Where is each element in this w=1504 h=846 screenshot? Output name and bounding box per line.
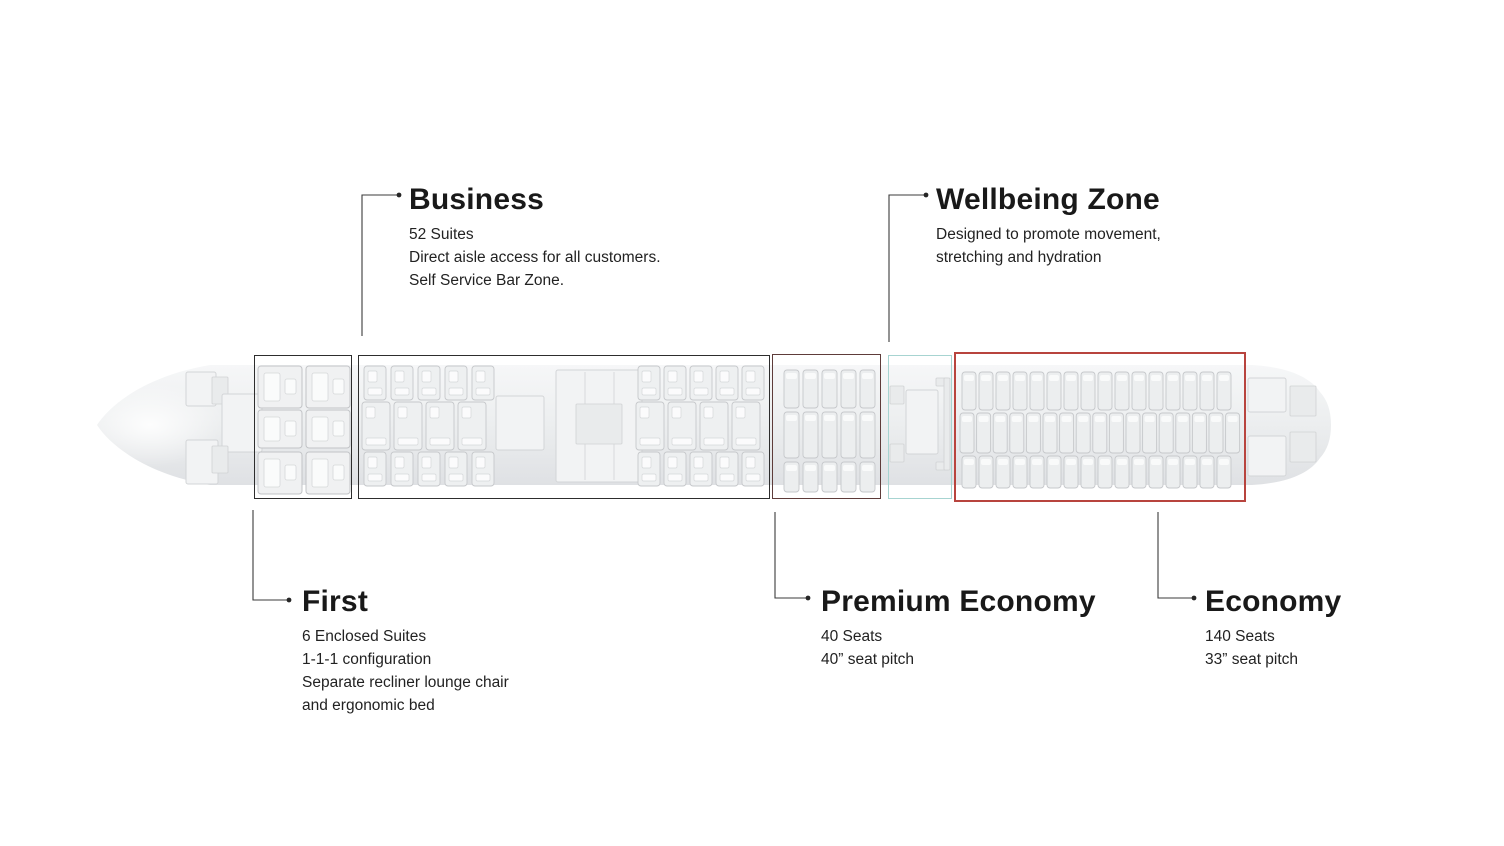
wellbeing-zone-box [888,355,952,499]
first-leader-dot [286,597,292,603]
first-detail-line: Separate recliner lounge chair [302,674,509,691]
first-detail-line: 1-1-1 configuration [302,651,432,668]
wellbeing-monuments [889,377,951,471]
economy-detail-line: 33” seat pitch [1205,651,1299,668]
first-leader-line [252,510,287,601]
first-label: First 6 Enclosed Suites 1-1-1 configurat… [302,585,509,717]
premium-economy-zone-box [772,354,881,499]
business-bar-monuments [495,369,643,483]
business-detail-line: Self Service Bar Zone. [409,272,565,289]
economy-zone-box [954,352,1246,502]
wellbeing-leader-line [888,194,925,342]
business-leader-line [361,194,398,336]
business-title: Business [409,183,544,216]
first-title: First [302,585,369,618]
wellbeing-detail-line: Designed to promote movement, [936,226,1161,243]
business-detail-line: Direct aisle access for all customers. [409,249,661,266]
first-detail-line: 6 Enclosed Suites [302,628,427,645]
premium-economy-title: Premium Economy [821,585,1096,618]
economy-leader-dot [1191,595,1197,601]
business-zone-box [358,355,770,499]
wellbeing-title: Wellbeing Zone [936,183,1160,216]
wellbeing-leader-dot [923,192,929,198]
wellbeing-label: Wellbeing Zone Designed to promote movem… [936,183,1161,269]
forward-galley-monuments [185,371,263,485]
premium-economy-label: Premium Economy 40 Seats 40” seat pitch [821,585,1096,671]
aft-galley-monuments [1247,377,1317,477]
premium-economy-detail-line: 40” seat pitch [821,651,915,668]
first-detail-line: and ergonomic bed [302,697,435,714]
business-label: Business 52 Suites Direct aisle access f… [409,183,661,292]
economy-leader-line [1157,512,1192,599]
business-leader-dot [396,192,402,198]
seat-layer [257,365,1241,495]
leader-lines [252,192,1197,603]
first-zone-box [254,355,352,499]
premium-economy-leader-dot [805,595,811,601]
premium-economy-leader-line [774,512,806,599]
business-detail-line: 52 Suites [409,226,474,243]
premium-economy-detail-line: 40 Seats [821,628,883,645]
economy-detail-line: 140 Seats [1205,628,1275,645]
economy-title: Economy [1205,585,1342,618]
wellbeing-detail-line: stretching and hydration [936,249,1102,266]
economy-label: Economy 140 Seats 33” seat pitch [1205,585,1341,671]
